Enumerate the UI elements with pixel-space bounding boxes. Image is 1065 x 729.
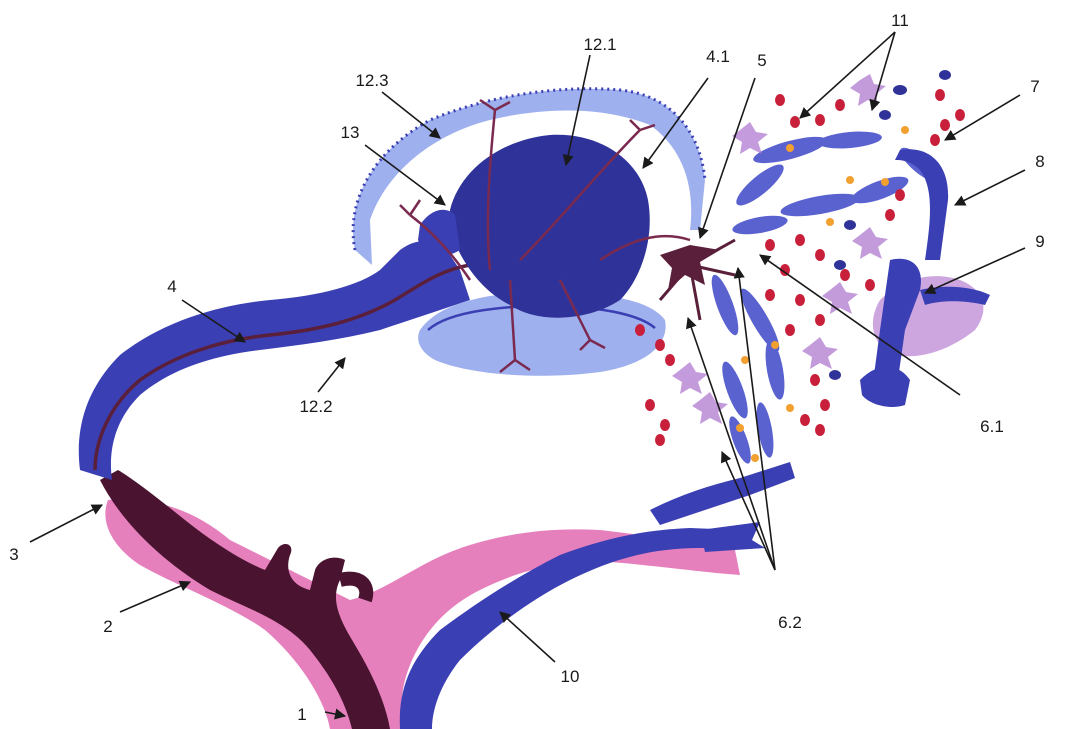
label-2: 2 <box>103 617 112 636</box>
sinusoid-6-1 <box>860 259 990 407</box>
label-1: 1 <box>297 705 306 724</box>
hypothalamo-hypophyseal-tract <box>79 241 470 480</box>
label-9: 9 <box>1035 232 1044 251</box>
label-12-2: 12.2 <box>299 397 332 416</box>
capillary-6-2 <box>650 462 795 525</box>
label-12-3: 12.3 <box>355 71 388 90</box>
label-10: 10 <box>561 667 580 686</box>
label-5: 5 <box>757 51 766 70</box>
label-6-2: 6.2 <box>778 613 802 632</box>
label-4-1: 4.1 <box>706 47 730 66</box>
label-7: 7 <box>1030 77 1039 96</box>
label-6-1: 6.1 <box>980 417 1004 436</box>
label-12-1: 12.1 <box>583 35 616 54</box>
label-13: 13 <box>341 123 360 142</box>
label-11: 11 <box>891 11 909 30</box>
blood-vessel-8 <box>895 149 948 260</box>
label-4: 4 <box>167 277 176 296</box>
label-3: 3 <box>9 545 18 564</box>
label-8: 8 <box>1035 152 1044 171</box>
